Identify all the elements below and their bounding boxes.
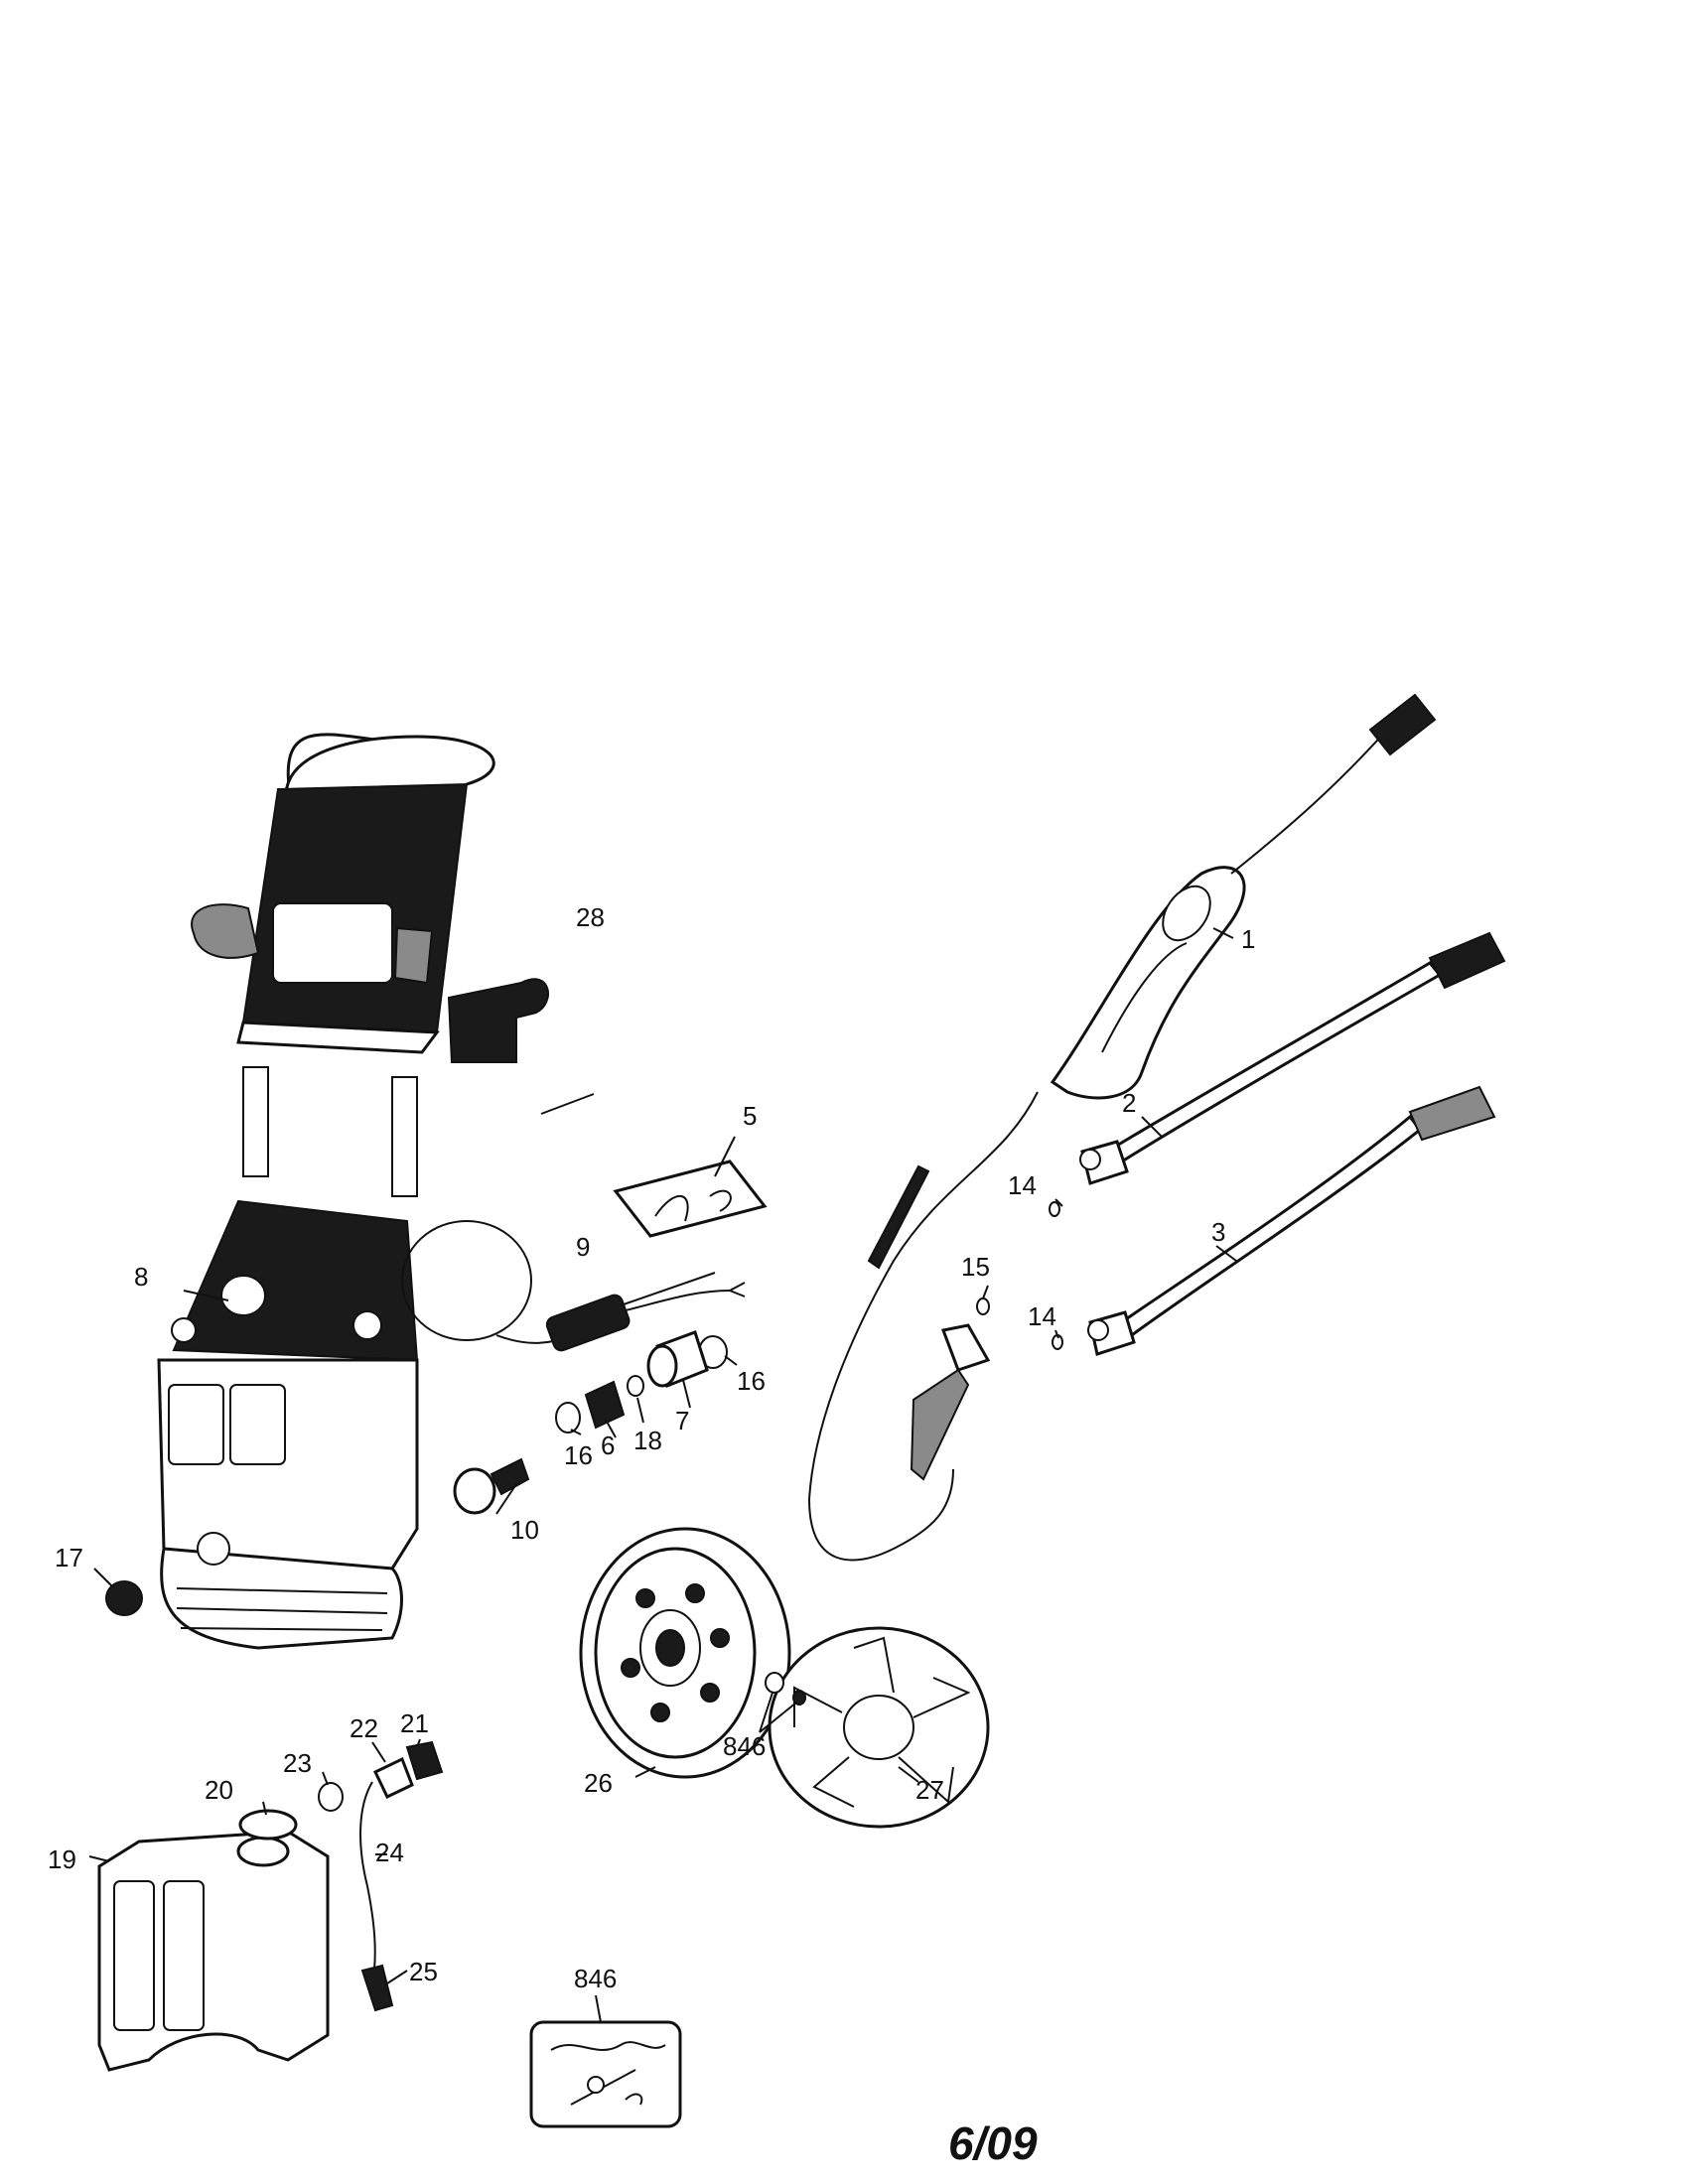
motor-housing — [157, 1199, 419, 1650]
label-part-22: 22 — [350, 1713, 378, 1743]
label-part-16-left: 16 — [564, 1440, 593, 1470]
power-cord — [401, 1220, 746, 1352]
label-part-1: 1 — [1241, 924, 1255, 954]
detergent-tank — [97, 1830, 330, 2072]
o-ring-15 — [976, 1297, 990, 1315]
label-part-14-lower: 14 — [1028, 1301, 1056, 1331]
spray-wand-3 — [1087, 1085, 1496, 1356]
label-part-9: 9 — [576, 1232, 590, 1262]
label-part-6: 6 — [601, 1431, 615, 1460]
hardware-bag — [529, 2020, 682, 2128]
label-part-23: 23 — [283, 1748, 312, 1778]
high-pressure-hose — [807, 1091, 1039, 1562]
label-part-2: 2 — [1122, 1088, 1136, 1118]
label-part-7: 7 — [675, 1406, 689, 1435]
handle-frame — [191, 733, 495, 1054]
label-part-21: 21 — [400, 1708, 429, 1738]
label-part-24: 24 — [375, 1838, 404, 1867]
label-part-8: 8 — [134, 1262, 148, 1292]
label-part-20: 20 — [205, 1775, 233, 1805]
label-part-3: 3 — [1211, 1217, 1225, 1247]
label-part-28: 28 — [576, 902, 605, 932]
label-part-14-upper: 14 — [1008, 1170, 1037, 1200]
o-rings-14 — [1049, 1201, 1063, 1350]
label-part-17: 17 — [55, 1543, 83, 1572]
label-part-15: 15 — [961, 1252, 990, 1282]
label-part-19: 19 — [48, 1844, 76, 1874]
label-part-846-bag: 846 — [574, 1964, 617, 1993]
leader-lines — [88, 927, 1237, 2023]
label-part-5: 5 — [743, 1101, 757, 1131]
label-part-18: 18 — [633, 1426, 662, 1455]
washer-nut-846 — [765, 1672, 806, 1706]
frame-window — [272, 902, 393, 984]
siphon-tube — [318, 1740, 444, 2012]
tank-cap — [238, 1809, 298, 1841]
label-part-10: 10 — [510, 1515, 539, 1545]
label-part-26: 26 — [584, 1768, 613, 1798]
wheel — [579, 1527, 791, 1779]
cap-17 — [105, 1580, 143, 1616]
label-part-16-right: 16 — [737, 1366, 766, 1396]
revision-date: 6/09 — [948, 2117, 1038, 2169]
hook-clip — [447, 978, 549, 1063]
label-part-25: 25 — [409, 1957, 438, 1986]
spray-gun — [1050, 693, 1437, 1100]
part-labels: 1 2 3 5 6 7 8 9 10 14 14 15 16 16 17 18 … — [48, 902, 1255, 1993]
label-part-846-wheel: 846 — [723, 1731, 766, 1761]
parts-packet — [613, 1160, 768, 1238]
spray-wand-2 — [1079, 931, 1506, 1185]
label-part-27: 27 — [915, 1775, 944, 1805]
inlet-fittings — [453, 1330, 728, 1515]
frame-tubes — [242, 1066, 418, 1197]
hubcap — [768, 1626, 990, 1829]
